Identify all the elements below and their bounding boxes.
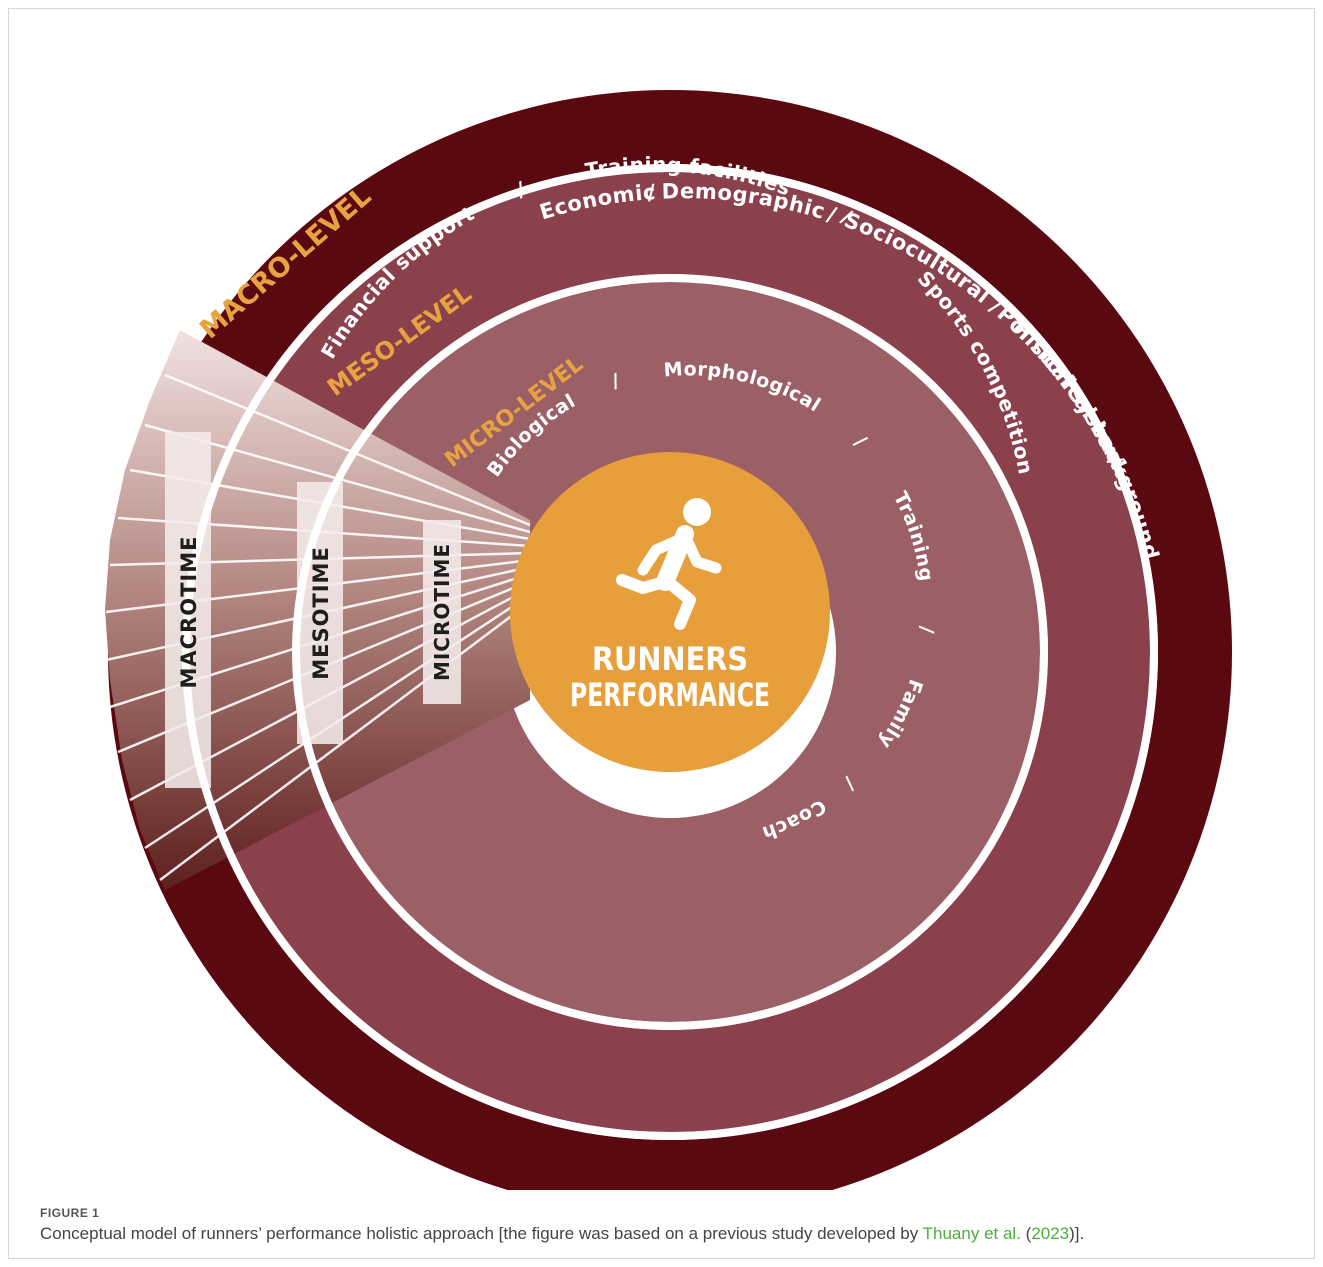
center-title-line1: RUNNERS [592, 640, 748, 678]
figure-frame [8, 8, 1315, 1259]
time-wedge [105, 164, 1158, 1140]
caption-text: ( [1020, 1224, 1032, 1243]
svg-text:/: / [915, 625, 938, 634]
svg-text:/: / [647, 180, 657, 204]
center-circle [510, 452, 830, 772]
figure-caption: Conceptual model of runners’ performance… [40, 1224, 1084, 1244]
microtime-label: MICROTIME [430, 543, 454, 681]
separator: / [647, 180, 657, 204]
macrotime-label: MACROTIME [177, 536, 201, 689]
holistic-model-diagram: RUNNERS PERFORMANCE MACRO-LEVEL MESO-LEV… [105, 90, 1232, 1190]
running-person-icon [616, 498, 722, 630]
citation-authors-link[interactable]: Thuany et al. [922, 1224, 1021, 1243]
figure-label: FIGURE 1 [40, 1206, 100, 1220]
caption-text: )]. [1069, 1224, 1085, 1243]
caption-text: Conceptual model of runners’ performance… [40, 1224, 923, 1243]
mesotime-label: MESOTIME [309, 546, 333, 680]
separator: / [915, 625, 938, 634]
center-title-line2: PERFORMANCE [570, 676, 770, 714]
citation-year-link[interactable]: 2023 [1031, 1224, 1070, 1243]
